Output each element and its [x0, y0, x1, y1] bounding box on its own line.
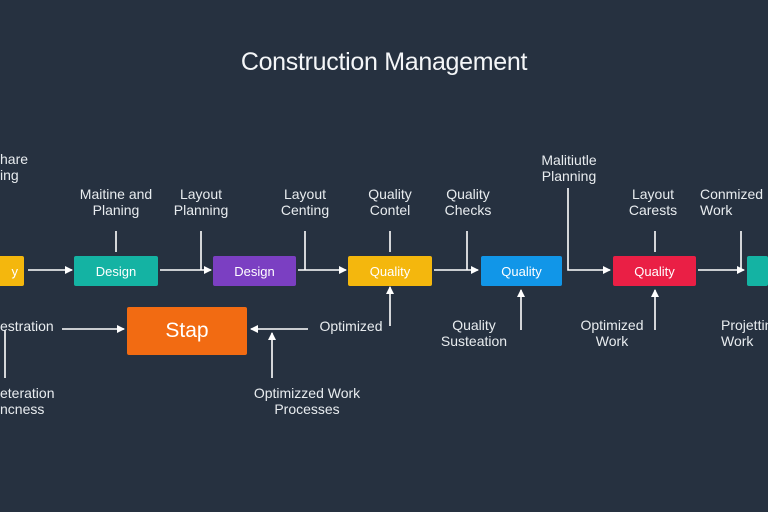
label-estration: estration	[0, 318, 54, 334]
node-quality-1: Quality	[348, 256, 432, 286]
label-quality-checks: Quality Checks	[444, 186, 492, 218]
label-malitiutle: Malitiutle Planning	[541, 152, 597, 184]
label-eteration: eteration ncness	[0, 385, 55, 417]
node-stap: Stap	[127, 307, 247, 355]
label-optimized-work: Optimized Work	[580, 317, 644, 349]
label-quality-contel: Quality Contel	[368, 186, 412, 218]
label-quality-susteation: Quality Susteation	[440, 317, 508, 349]
node-quality-2: Quality	[481, 256, 562, 286]
diagram-title: Construction Management	[240, 48, 528, 76]
label-top-left: hare ing	[0, 151, 29, 183]
node-design-1: Design	[74, 256, 158, 286]
label-maitine: Maitine and Planing	[79, 186, 153, 218]
label-conmized: Conmized Work	[700, 186, 764, 218]
label-optimized-processes: Optimizzed Work Processes	[253, 385, 361, 417]
label-projetting: Projetting Work	[721, 317, 768, 349]
label-layout-planning: Layout Planning	[173, 186, 229, 218]
label-layout-centing: Layout Centing	[280, 186, 330, 218]
node-left-edge: y	[0, 256, 24, 286]
node-quality-3: Quality	[613, 256, 696, 286]
label-optimized-mid: Optimized	[319, 318, 383, 334]
node-right-edge	[747, 256, 768, 286]
label-layout-carests: Layout Carests	[628, 186, 678, 218]
arrow-malitiutle-to-quality3	[567, 188, 611, 274]
node-design-2: Design	[213, 256, 296, 286]
